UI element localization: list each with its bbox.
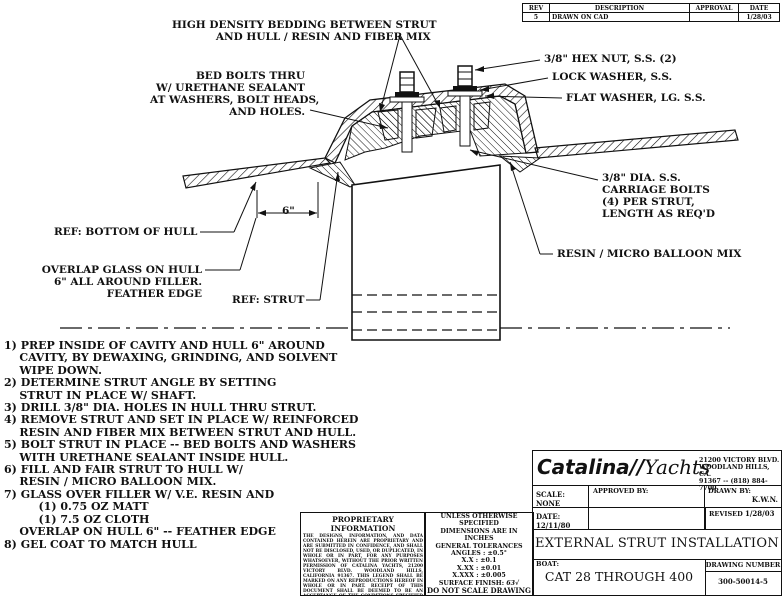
- hull-left: [182, 157, 332, 189]
- bolt-left: [377, 71, 437, 153]
- proprietary-box: PROPRIETARY INFORMATION THE DESIGNS, INF…: [300, 512, 426, 596]
- six-inch-dimension: 6": [282, 205, 295, 217]
- note-line: WITH URETHANE SEALANT INSIDE HULL.: [4, 450, 289, 464]
- drawing-title: EXTERNAL STRUT INSTALLATION: [533, 529, 781, 560]
- drawn-cell: DRAWN BY:K.W.N.: [708, 487, 778, 504]
- hull-right: [534, 129, 739, 159]
- strut-body: [351, 164, 501, 341]
- tolerances-box: UNLESS OTHERWISE SPECIFIED DIMENSIONS AR…: [424, 512, 534, 596]
- note-line: OVERLAP ON HULL 6" -- FEATHER EDGE: [4, 525, 276, 539]
- note-line: 5) BOLT STRUT IN PLACE -- BED BOLTS AND …: [4, 438, 356, 452]
- catalina-logo: Catalina//Yachts: [537, 455, 711, 479]
- note-line: 7) GLASS OVER FILLER W/ V.E. RESIN AND: [4, 487, 275, 501]
- title-block: Catalina//Yachts 21200 VICTORY BLVD. WOO…: [532, 450, 782, 596]
- resin-micro-callout: RESIN / MICRO BALLOON MIX: [557, 248, 742, 260]
- drawing-number-cell: DRAWING NUMBER 300-50014-5: [705, 561, 781, 586]
- note-line: STRUT IN PLACE W/ SHAFT.: [4, 388, 197, 402]
- flat-washer-callout: FLAT WASHER, LG. S.S.: [566, 92, 706, 104]
- note-line: CAVITY, BY DEWAXING, GRINDING, AND SOLVE…: [4, 351, 338, 365]
- boat-cell: BOAT: CAT 28 THROUGH 400: [533, 559, 706, 595]
- note-line: 1) PREP INSIDE OF CAVITY AND HULL 6" ARO…: [4, 339, 325, 352]
- logo-row: Catalina//Yachts 21200 VICTORY BLVD. WOO…: [533, 451, 781, 492]
- note-line: WIPE DOWN.: [4, 363, 102, 377]
- revised-cell: REVISED 1/28/03: [705, 507, 781, 529]
- scale-cell: SCALE: NONE: [533, 485, 589, 508]
- bedding-callout: HIGH DENSITY BEDDING BETWEEN STRUT AND H…: [172, 19, 437, 43]
- note-line: 2) DETERMINE STRUT ANGLE BY SETTING: [4, 376, 277, 390]
- lock-washer-callout: LOCK WASHER, S.S.: [552, 71, 673, 83]
- overlap-callout: OVERLAP GLASS ON HULL 6" ALL AROUND FILL…: [41, 264, 202, 300]
- ref-hull-callout: REF: BOTTOM OF HULL: [54, 226, 198, 238]
- note-line: (1) 7.5 OZ CLOTH: [4, 512, 150, 526]
- bed-bolts-callout: BED BOLTS THRU W/ URETHANE SEALANT AT WA…: [150, 70, 320, 118]
- note-line: (1) 0.75 OZ MATT: [4, 500, 149, 514]
- company-address: 21200 VICTORY BLVD. WOODLAND HILLS, CA. …: [699, 457, 780, 492]
- installation-notes: 1) PREP INSIDE OF CAVITY AND HULL 6" ARO…: [4, 339, 359, 551]
- note-line: 6) FILL AND FAIR STRUT TO HULL W/: [4, 463, 243, 477]
- note-line: RESIN / MICRO BALLOON MIX.: [4, 475, 217, 489]
- revision-block: REV DESCRIPTION APPROVAL DATE 5 DRAWN ON…: [522, 3, 780, 22]
- hex-nut-callout: 3/8" HEX NUT, S.S. (2): [544, 53, 677, 65]
- surface-finish-mark: 63: [506, 579, 516, 587]
- note-line: RESIN AND FIBER MIX BETWEEN STRUT AND HU…: [4, 425, 357, 439]
- note-line: 3) DRILL 3/8" DIA. HOLES IN HULL THRU ST…: [4, 401, 317, 415]
- note-line: 4) REMOVE STRUT AND SET IN PLACE W/ REIN…: [4, 413, 359, 427]
- approved-cell: APPROVED BY:: [589, 485, 705, 529]
- ref-strut-callout: REF: STRUT: [232, 294, 305, 306]
- note-line: 8) GEL COAT TO MATCH HULL: [4, 537, 197, 551]
- bolt-right: [439, 65, 491, 147]
- date-cell: DATE: 12/11/80: [533, 507, 589, 530]
- carriage-bolts-callout: 3/8" DIA. S.S. CARRIAGE BOLTS (4) PER ST…: [602, 172, 715, 220]
